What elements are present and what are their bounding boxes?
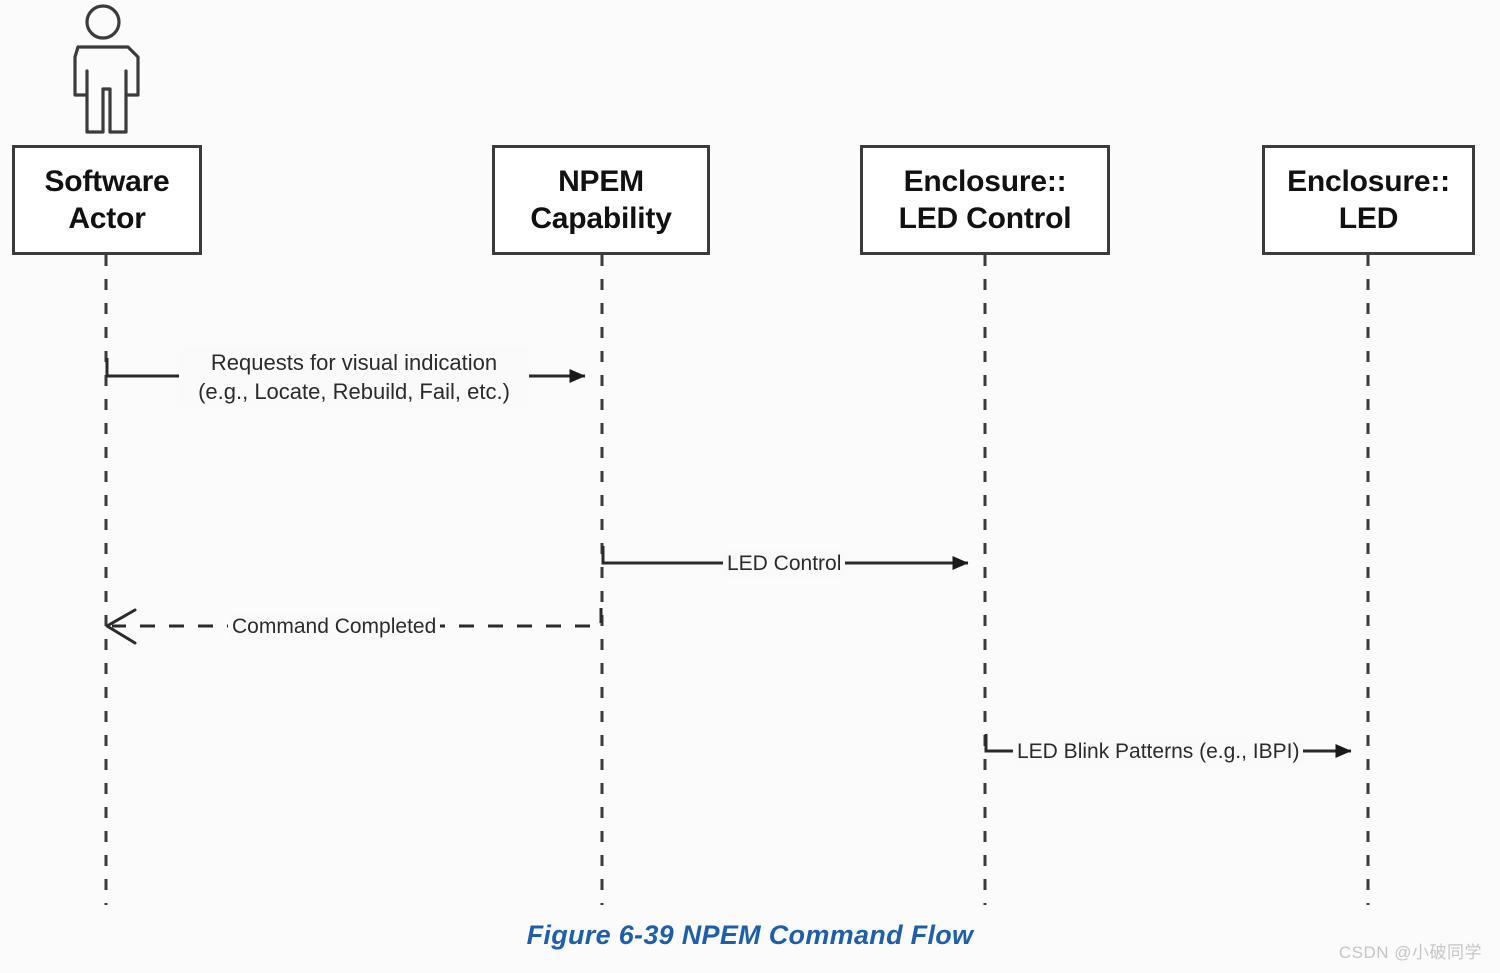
message-arrow-led-control [601, 546, 969, 570]
lifeline-label-line1: Enclosure:: [1287, 164, 1450, 198]
lifeline-label-line1: NPEM [558, 164, 644, 198]
figure-caption: Figure 6-39 NPEM Command Flow [526, 920, 974, 950]
lifeline-label-line2: LED Control [898, 202, 1072, 235]
message-label-line1: LED Control [727, 552, 842, 575]
person-actor-icon [73, 4, 140, 134]
lifeline-head-enclosure-led[interactable]: Enclosure:: LED [1262, 145, 1475, 255]
lifeline-label-line2: Capability [530, 202, 672, 235]
message-label-line2: (e.g., Locate, Rebuild, Fail, etc.) [198, 379, 510, 405]
lifeline-head-software-actor[interactable]: Software Actor [12, 145, 202, 255]
message-label-led-control: LED Control [723, 549, 846, 579]
lifeline-label-line1: Software [44, 164, 170, 198]
lifeline-head-npem-capability[interactable]: NPEM Capability [492, 145, 710, 255]
lifeline-head-enclosure-led-control[interactable]: Enclosure:: LED Control [860, 145, 1110, 255]
lifeline-label-line2: Actor [68, 202, 146, 235]
watermark: CSDN @小破同学 [1338, 943, 1482, 962]
lifeline-label-line2: LED [1338, 202, 1399, 235]
message-label-led-blink-patterns: LED Blink Patterns (e.g., IBPI) [1013, 737, 1304, 767]
message-label-line1: Requests for visual indication [210, 350, 498, 375]
message-label-requests-visual-indication: Requests for visual indication (e.g., Lo… [179, 347, 529, 408]
message-label-command-completed: Command Completed [228, 612, 441, 642]
message-arrow-command-completed [105, 608, 603, 645]
message-label-line1: LED Blink Patterns (e.g., IBPI) [1017, 740, 1300, 763]
message-label-line1: Command Completed [232, 615, 437, 638]
lifeline-label-line1: Enclosure:: [903, 164, 1067, 198]
